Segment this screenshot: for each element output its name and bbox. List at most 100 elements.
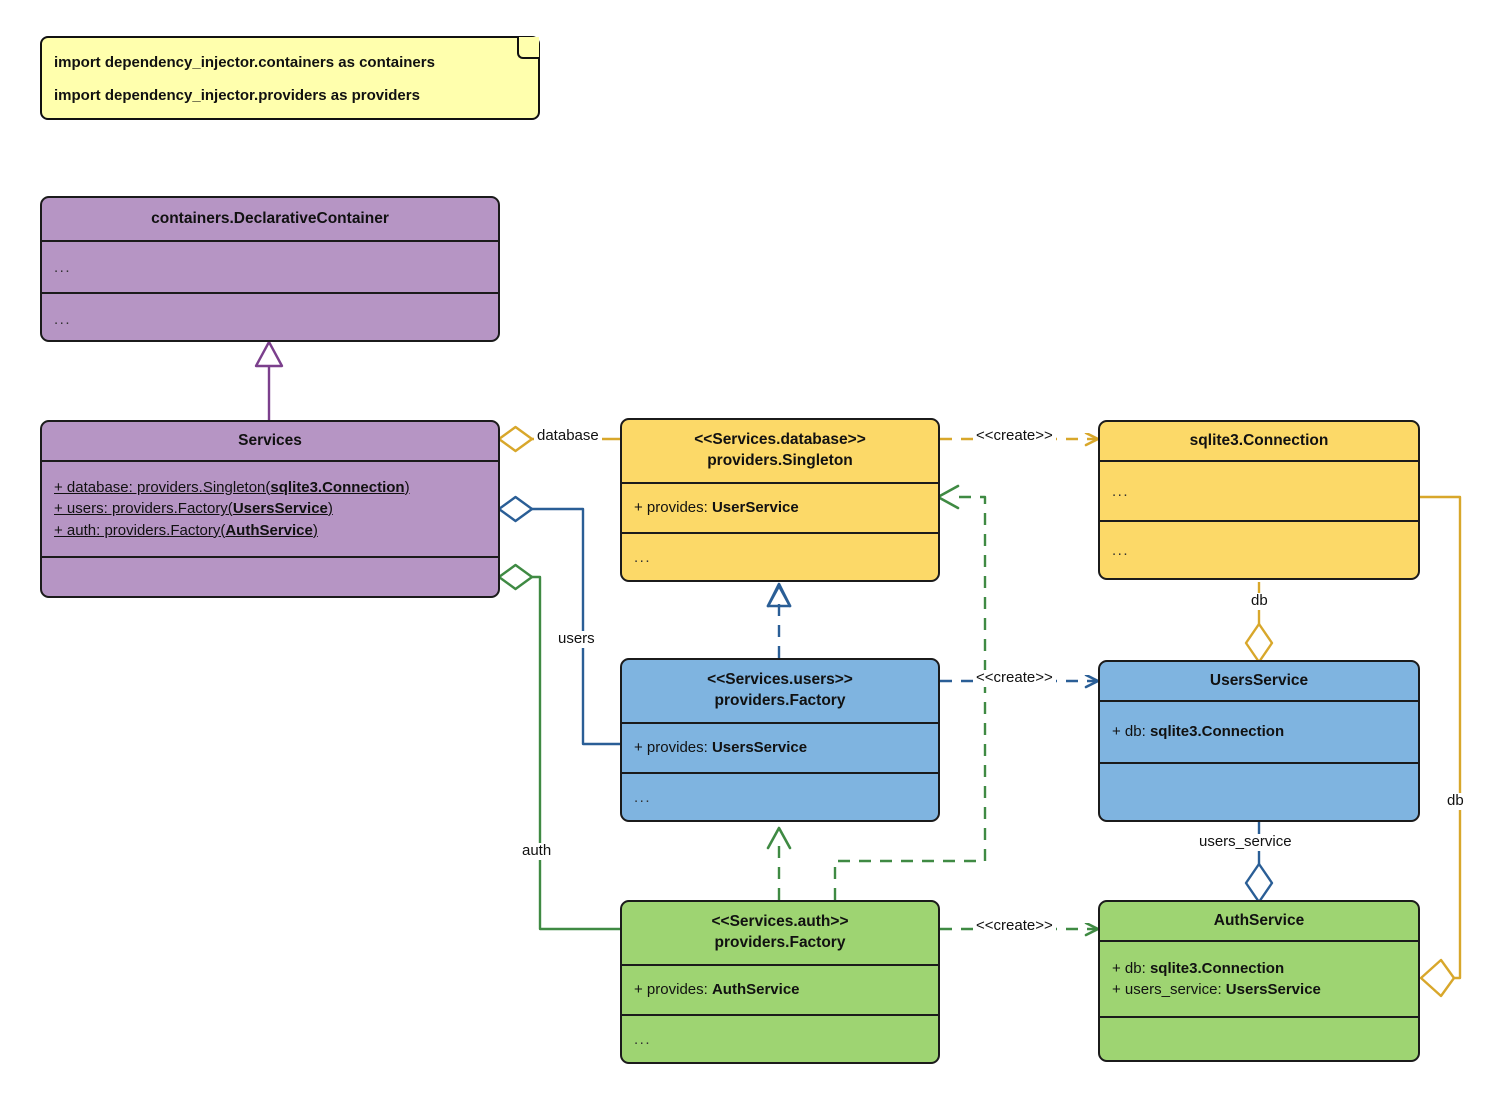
attr-type: AuthService (225, 521, 313, 539)
class-title: providers.Factory (714, 692, 846, 709)
methods-placeholder: ... (1112, 542, 1130, 559)
edge-label-db-authservice: db (1444, 792, 1467, 810)
class-provider-services-users[interactable]: <<Services.users>> providers.Factory + p… (620, 658, 940, 822)
class-title-section: <<Services.database>> providers.Singleto… (622, 420, 938, 482)
attr-prefix: + auth: providers.Factory( (54, 521, 226, 539)
class-stereotype: <<Services.users>> (707, 671, 853, 689)
attributes-list: + db: sqlite3.Connection + users_service… (1100, 949, 1418, 1010)
note-line-1: import dependency_injector.containers as… (54, 54, 435, 71)
edge-db-authservice (1419, 495, 1462, 998)
class-containers-declarativecontainer[interactable]: containers.DeclarativeContainer ... ... (40, 196, 500, 342)
attr-type: sqlite3.Connection (270, 479, 405, 497)
attribute-row: + users_service: UsersService (1112, 979, 1406, 1000)
note-line-2: import dependency_injector.providers as … (54, 86, 420, 104)
class-methods-section: ... (622, 1014, 938, 1062)
class-attributes-section: + database: providers.Singleton(sqlite3.… (42, 460, 498, 556)
edge-label-create-auth: <<create>> (973, 917, 1056, 935)
class-title: containers.DeclarativeContainer (151, 209, 389, 227)
class-title-section: Services (42, 422, 498, 460)
attribute-row: + provides: UserService (622, 488, 938, 527)
attribute-row: + database: providers.Singleton(sqlite3.… (54, 477, 486, 498)
edge-generalization-services-to-container (254, 340, 284, 420)
attr-type: UserService (711, 499, 799, 517)
class-attributes-section: + db: sqlite3.Connection (1100, 700, 1418, 762)
class-title-section: AuthService (1100, 902, 1418, 940)
class-title-section: <<Services.auth>> providers.Factory (622, 902, 938, 964)
edge-services-users (497, 495, 620, 746)
class-title-section: UsersService (1100, 662, 1418, 700)
class-title: Services (238, 431, 302, 449)
class-stereotype: <<Services.database>> (694, 431, 866, 449)
class-methods-section (1100, 762, 1418, 820)
attr-type: sqlite3.Connection (1149, 959, 1285, 977)
edge-services-auth (497, 563, 620, 931)
class-title-section: sqlite3.Connection (1100, 422, 1418, 460)
class-stereotype: <<Services.auth>> (711, 913, 849, 931)
class-attributes-section: + provides: AuthService (622, 964, 938, 1014)
edge-label-db-usersservice: db (1248, 592, 1271, 610)
attr-prefix: + database: providers.Singleton( (54, 479, 271, 497)
attribute-row: + provides: AuthService (622, 970, 938, 1009)
edge-label-users-service: users_service (1196, 833, 1295, 851)
attributes-list: + database: providers.Singleton(sqlite3.… (42, 468, 498, 550)
attr-type: sqlite3.Connection (1149, 723, 1285, 741)
attr-type: UsersService (711, 739, 808, 757)
attributes-placeholder: ... (1112, 482, 1130, 500)
class-services[interactable]: Services + database: providers.Singleton… (40, 420, 500, 598)
class-title-section: containers.DeclarativeContainer (42, 198, 498, 240)
attr-prefix: + provides: (634, 499, 712, 517)
class-methods-section: ... (622, 772, 938, 820)
attr-suffix: ) (327, 500, 333, 518)
edge-label-create-database: <<create>> (973, 427, 1056, 445)
attr-prefix: + db: (1112, 723, 1150, 741)
class-title: sqlite3.Connection (1189, 431, 1329, 449)
class-attributes-section: + db: sqlite3.Connection + users_service… (1100, 940, 1418, 1016)
edge-label-auth: auth (519, 842, 555, 860)
attribute-row: + db: sqlite3.Connection (1112, 958, 1406, 979)
class-provider-services-auth[interactable]: <<Services.auth>> providers.Factory + pr… (620, 900, 940, 1064)
imports-note: import dependency_injector.containers as… (40, 36, 540, 120)
attr-prefix: + provides: (634, 981, 712, 999)
attr-suffix: ) (404, 479, 410, 497)
note-fold-icon (517, 37, 539, 59)
edge-label-database: database (534, 427, 602, 445)
class-provider-services-database[interactable]: <<Services.database>> providers.Singleto… (620, 418, 940, 582)
attr-type: UsersService (232, 500, 328, 518)
attribute-row: + users: providers.Factory(UsersService) (54, 498, 486, 519)
edge-dep-users-to-database (766, 582, 792, 658)
methods-placeholder: ... (634, 549, 652, 566)
methods-placeholder (42, 569, 498, 587)
methods-placeholder (1100, 783, 1418, 801)
class-sqlite3-connection[interactable]: sqlite3.Connection ... ... (1098, 420, 1420, 580)
attr-prefix: + db: (1112, 959, 1150, 977)
class-methods-section: ... (622, 532, 938, 580)
attr-prefix: + users_service: (1112, 981, 1226, 998)
class-authservice[interactable]: AuthService + db: sqlite3.Connection + u… (1098, 900, 1420, 1062)
attribute-row: + auth: providers.Factory(AuthService) (54, 520, 486, 541)
class-title: AuthService (1213, 911, 1305, 929)
attr-type: UsersService (1225, 981, 1321, 998)
attribute-row: + provides: UsersService (622, 728, 938, 767)
class-title-section: <<Services.users>> providers.Factory (622, 660, 938, 722)
methods-placeholder (1100, 1030, 1418, 1048)
methods-placeholder: ... (634, 789, 652, 806)
methods-placeholder: ... (54, 310, 72, 328)
edge-label-create-users: <<create>> (973, 669, 1056, 687)
class-attributes-section: + provides: UserService (622, 482, 938, 532)
attr-type: AuthService (711, 981, 800, 999)
class-attributes-section: ... (42, 240, 498, 292)
class-methods-section: ... (1100, 520, 1418, 578)
class-title: UsersService (1209, 671, 1309, 689)
class-usersservice[interactable]: UsersService + db: sqlite3.Connection (1098, 660, 1420, 822)
class-attributes-section: ... (1100, 460, 1418, 520)
class-attributes-section: + provides: UsersService (622, 722, 938, 772)
edge-label-users: users (555, 630, 598, 648)
attributes-placeholder: ... (54, 258, 72, 276)
edge-dep-auth-to-users (766, 826, 792, 900)
attr-prefix: + users: providers.Factory( (54, 500, 233, 518)
class-title: providers.Singleton (707, 452, 853, 469)
attribute-row: + db: sqlite3.Connection (1100, 712, 1418, 751)
attr-prefix: + provides: (634, 739, 712, 757)
class-methods-section (42, 556, 498, 596)
class-methods-section (1100, 1016, 1418, 1060)
